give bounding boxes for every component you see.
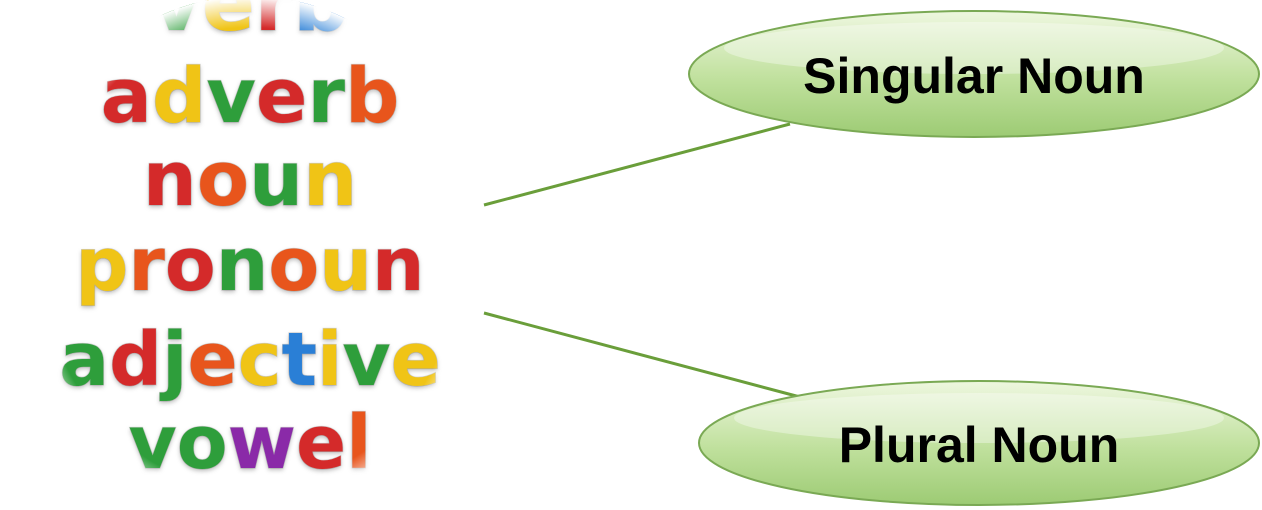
- plural-noun-label: Plural Noun: [839, 417, 1120, 473]
- connector-line-singular: [483, 122, 791, 207]
- connector-line-plural: [483, 311, 801, 399]
- singular-noun-node: Singular Noun: [688, 10, 1260, 138]
- plural-noun-node: Plural Noun: [698, 380, 1260, 506]
- singular-noun-label: Singular Noun: [803, 48, 1145, 104]
- parts-of-speech-image: verbadverbnounpronounadjectivevowel: [14, 0, 486, 510]
